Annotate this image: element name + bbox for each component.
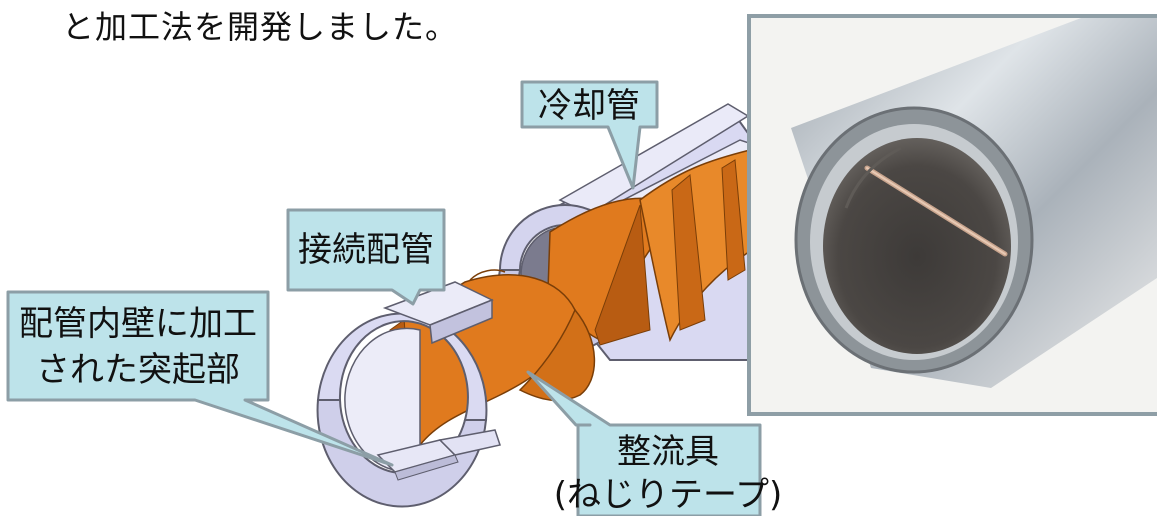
pipe-photo-image — [751, 18, 1157, 412]
callout-connection-pipe: 接続配管 — [286, 208, 446, 306]
callout-flow-label-line2: (ねじりテープ) — [554, 475, 783, 515]
header-text: と加工法を開発しました。 — [62, 8, 459, 46]
callout-protrusion: 配管内壁に加工 された突起部 — [6, 290, 394, 467]
callout-protrusion-label-line2: された突起部 — [36, 350, 240, 390]
callout-flow-label-line1: 整流具 — [617, 432, 719, 472]
connection-pipe-illustration — [316, 281, 501, 508]
callout-protrusion-label-line1: 配管内壁に加工 — [19, 304, 257, 344]
callout-cooling-pipe-label: 冷却管 — [538, 86, 640, 126]
callout-flow-straightener: 整流具 (ねじりテープ) — [526, 370, 783, 516]
callout-cooling-pipe: 冷却管 — [520, 80, 659, 190]
pipe-photo — [747, 14, 1157, 416]
callout-connection-pipe-label: 接続配管 — [298, 230, 434, 270]
